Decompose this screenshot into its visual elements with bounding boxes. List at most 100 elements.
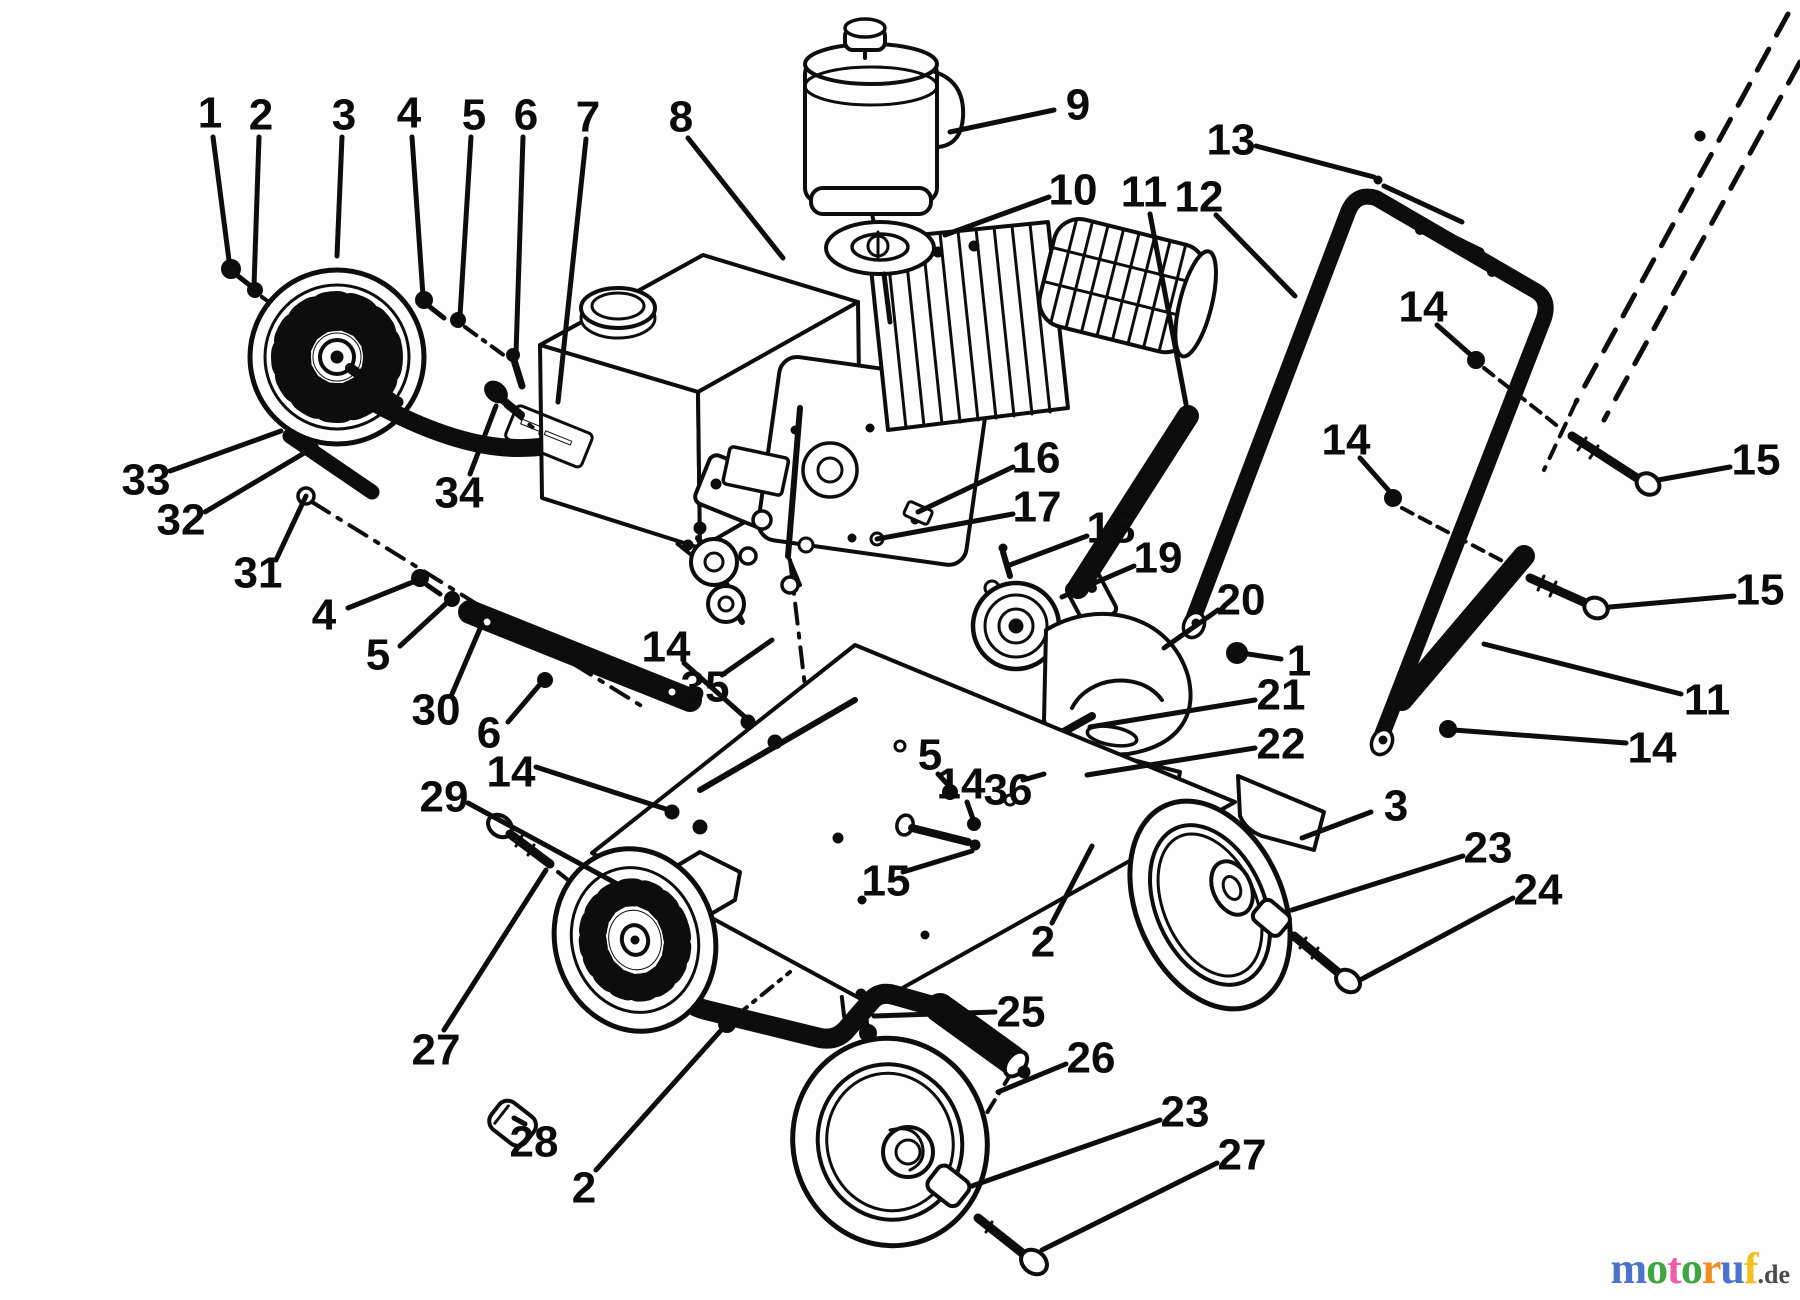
callout-leader-14-15	[1357, 455, 1393, 495]
callout-number-33-27: 33	[122, 456, 171, 505]
handle-straps	[1067, 351, 1662, 738]
engine	[682, 217, 1218, 625]
callout-number-14-37: 14	[642, 623, 691, 672]
callout-number-29-36: 29	[420, 773, 469, 822]
callout-leader-3-2	[334, 134, 345, 259]
callout-number-17-21: 17	[1013, 483, 1062, 532]
callout-leader-29-36	[465, 800, 661, 909]
idler-assembly	[682, 521, 746, 625]
callout-leader-15-16	[1607, 593, 1737, 610]
callout-number-32-28: 32	[157, 496, 206, 545]
callout-leader-23-46	[969, 1117, 1163, 1189]
callout-number-4-31: 4	[312, 591, 337, 640]
callout-number-22-26: 22	[1257, 720, 1306, 769]
callout-leader-33-27	[167, 428, 284, 474]
callout-number-6-5: 6	[514, 91, 538, 140]
callout-leader-4-31	[345, 577, 421, 611]
watermark-letter-6: f	[1743, 1244, 1759, 1293]
callout-number-14-13: 14	[1399, 283, 1448, 332]
callout-number-14-18: 14	[1628, 724, 1677, 773]
callout-number-24-50: 24	[1514, 866, 1563, 915]
callout-number-16-20: 16	[1012, 434, 1061, 483]
callout-number-2-1: 2	[249, 91, 273, 140]
callout-leader-2-53	[593, 1024, 727, 1173]
callout-number-10-9: 10	[1049, 166, 1098, 215]
callout-number-23-46: 23	[1161, 1088, 1210, 1137]
callout-leader-30-33	[449, 621, 485, 697]
callout-number-25-44: 25	[997, 988, 1046, 1037]
air-cleaner	[803, 17, 966, 325]
callout-number-7-6: 7	[576, 93, 600, 142]
callout-leader-5-4	[457, 134, 474, 319]
watermark-suffix: .de	[1757, 1260, 1791, 1289]
callout-number-18-22: 18	[1087, 504, 1136, 553]
rear-right-wheel	[1127, 798, 1362, 1012]
callout-leader-27-47	[1039, 1160, 1220, 1253]
callout-number-3-48: 3	[1384, 782, 1408, 831]
callout-number-14-35: 14	[487, 748, 536, 797]
pivot-hardware	[415, 291, 526, 390]
bolt-27-left	[486, 812, 555, 1148]
callout-leader-11-17	[1481, 641, 1684, 697]
callout-number-20-24: 20	[1217, 576, 1266, 625]
callout-number-6-34: 6	[477, 709, 501, 758]
upper-handle-folded	[1373, 11, 1800, 472]
callout-number-11-10: 11	[1121, 168, 1168, 217]
callout-leader-14-35	[533, 764, 675, 814]
callout-number-13-12: 13	[1207, 116, 1256, 165]
callout-number-1-0: 1	[198, 89, 222, 138]
callout-leader-18-22	[1004, 533, 1090, 569]
callout-leader-9-8	[947, 107, 1057, 135]
callout-leader-32-28	[202, 443, 319, 515]
callout-number-2-53: 2	[572, 1164, 596, 1213]
callout-number-5-32: 5	[366, 631, 390, 680]
callout-leader-27-51	[441, 867, 549, 1033]
callout-number-14-15: 14	[1322, 416, 1371, 465]
callout-leader-16-20	[915, 464, 1016, 515]
bottom-wheel	[790, 1035, 1049, 1277]
callout-leader-6-5	[513, 134, 526, 357]
callout-number-27-51: 27	[412, 1026, 461, 1075]
callout-leader-8-7	[685, 135, 786, 261]
callout-leader-17-21	[874, 511, 1016, 542]
callout-number-21-25: 21	[1257, 671, 1306, 720]
callout-number-36-41: 36	[984, 766, 1033, 815]
callout-leader-12-11	[1213, 212, 1298, 299]
callout-number-11-17: 11	[1684, 676, 1731, 725]
callout-leader-2-1	[251, 134, 262, 289]
callout-number-9-8: 9	[1066, 81, 1090, 130]
callout-leader-13-12	[1253, 143, 1377, 180]
callout-number-31-29: 31	[234, 549, 283, 598]
watermark-letter-1: o	[1646, 1244, 1668, 1293]
drive-pulley	[970, 543, 1062, 672]
callout-leader-3-48	[1299, 809, 1374, 841]
air-cleaner-gasket	[824, 220, 936, 276]
callout-leader-28-52	[511, 1115, 528, 1127]
callout-number-28-52: 28	[510, 1118, 559, 1167]
callout-number-35-38: 35	[681, 663, 730, 712]
callout-leader-25-44	[871, 1009, 998, 1019]
callout-leader-21-25	[1087, 697, 1258, 730]
watermark-letter-4: r	[1701, 1244, 1722, 1293]
callout-number-23-49: 23	[1464, 824, 1513, 873]
callout-leader-1-19	[1245, 651, 1284, 662]
callout-number-12-11: 12	[1175, 173, 1224, 222]
callout-number-34-30: 34	[435, 469, 484, 518]
callout-leader-14-13	[1434, 322, 1475, 359]
callout-leader-24-50	[1357, 895, 1516, 983]
callout-leader-34-30	[467, 403, 499, 477]
handle-frame	[1181, 188, 1554, 757]
watermark-motoruf: motoruf.de	[1611, 1243, 1790, 1294]
watermark-letter-3: o	[1680, 1244, 1703, 1293]
callout-leader-10-9	[942, 194, 1052, 238]
callout-leader-14-40	[964, 799, 976, 822]
watermark-letter-0: m	[1610, 1244, 1648, 1293]
callout-number-15-16: 15	[1736, 566, 1785, 615]
watermark-letter-5: u	[1720, 1244, 1745, 1293]
callout-leader-31-29	[273, 493, 309, 563]
callout-number-26-45: 26	[1067, 1034, 1116, 1083]
callout-leader-1-0	[210, 134, 233, 271]
cylinder-fins	[884, 222, 1052, 430]
